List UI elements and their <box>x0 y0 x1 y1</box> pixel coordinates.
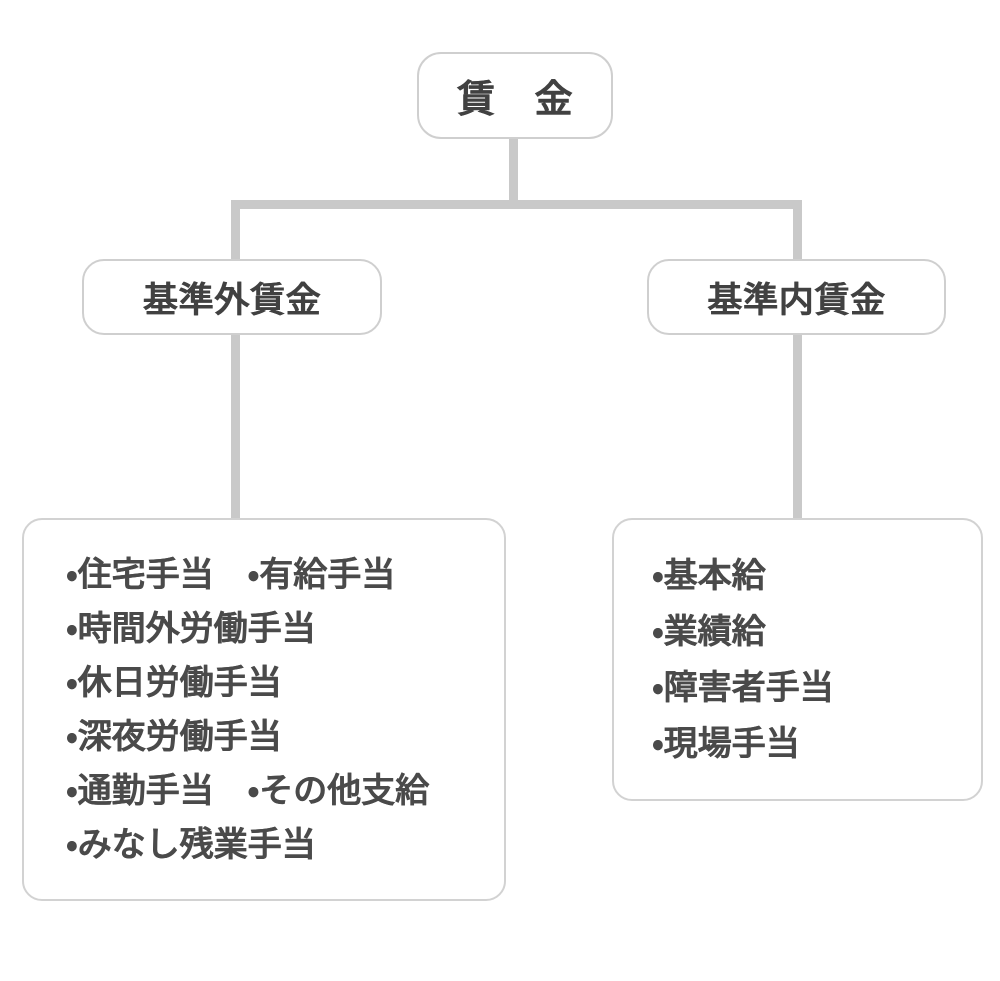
connector-root-stem <box>509 138 518 206</box>
list-item: ・通勤手当 ・その他支給 <box>66 771 430 810</box>
list-item: ・基本給 <box>652 556 766 595</box>
node-branch-hijun-gai-label: 基準外賃金 <box>142 280 322 320</box>
panel-hijun-nai-items: ・基本給 ・業績給 ・障害者手当 ・現場手当 <box>612 518 983 801</box>
hijun-gai-item-list: ・住宅手当 ・有給手当 ・時間外労働手当 ・休日労働手当 ・深夜労働手当 ・通勤… <box>24 548 504 872</box>
node-branch-hijun-nai-label: 基準内賃金 <box>707 280 886 320</box>
connector-drop-left <box>231 200 240 262</box>
connector-horizontal-bus <box>231 200 802 209</box>
node-root-wage[interactable]: 賃 金 <box>417 52 613 139</box>
list-item: ・深夜労働手当 <box>66 717 282 756</box>
connector-drop-right <box>793 200 802 262</box>
list-item: ・みなし残業手当 <box>66 825 316 864</box>
hijun-nai-item-list: ・基本給 ・業績給 ・障害者手当 ・現場手当 <box>614 548 981 772</box>
connector-left-branch-to-list <box>231 334 240 522</box>
list-item: ・時間外労働手当 <box>66 609 316 648</box>
list-item: ・業績給 <box>652 612 766 651</box>
node-branch-hijun-nai[interactable]: 基準内賃金 <box>647 259 946 335</box>
node-branch-hijun-gai[interactable]: 基準外賃金 <box>82 259 382 335</box>
list-item: ・休日労働手当 <box>66 663 282 702</box>
list-item: ・現場手当 <box>652 724 800 763</box>
list-item: ・住宅手当 ・有給手当 <box>66 555 396 594</box>
list-item: ・障害者手当 <box>652 668 834 707</box>
connector-right-branch-to-list <box>793 334 802 522</box>
panel-hijun-gai-items: ・住宅手当 ・有給手当 ・時間外労働手当 ・休日労働手当 ・深夜労働手当 ・通勤… <box>22 518 506 901</box>
node-root-label: 賃 金 <box>456 79 574 121</box>
